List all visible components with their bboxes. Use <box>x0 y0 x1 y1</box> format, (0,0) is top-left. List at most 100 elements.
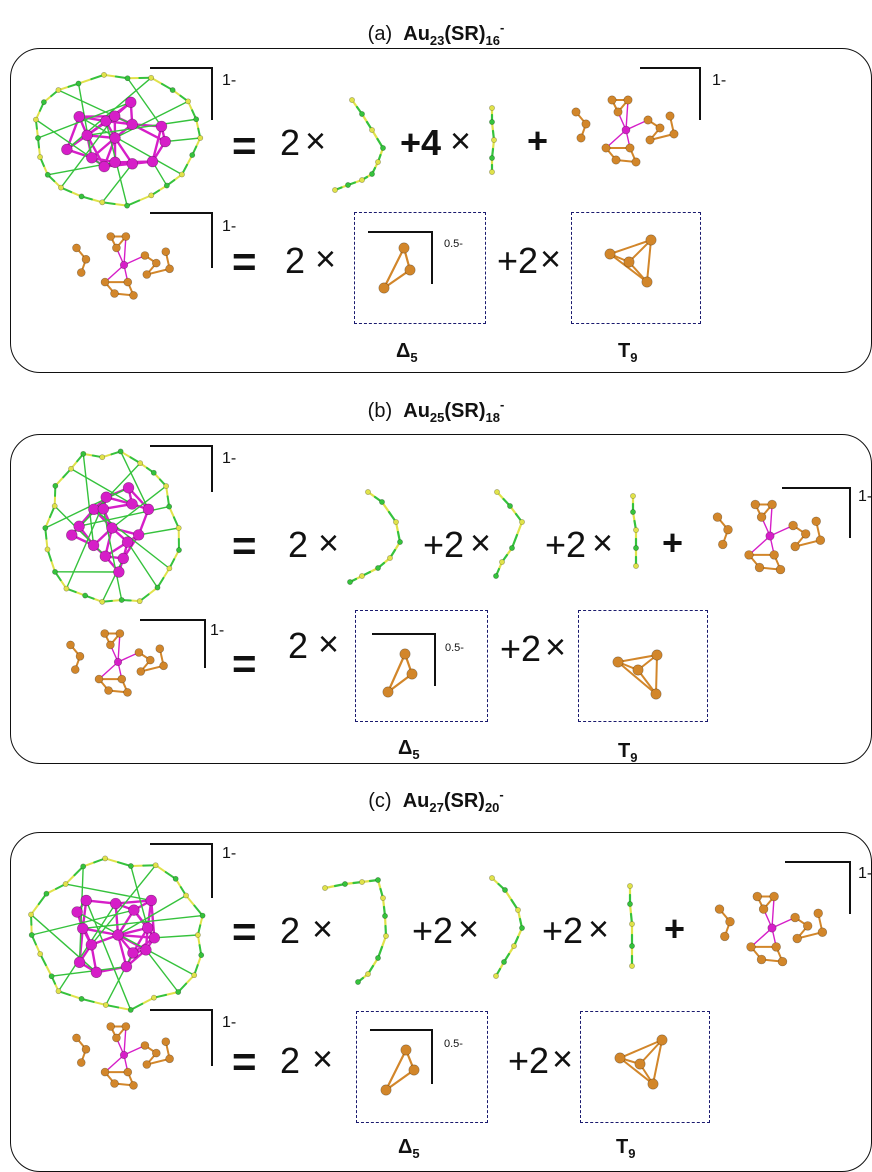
au-atom <box>751 500 760 509</box>
ligand-atom <box>630 493 635 498</box>
au-atom <box>651 689 661 699</box>
ligand-atom <box>489 875 494 880</box>
au-core-atom <box>61 144 72 155</box>
au-atom <box>572 108 580 116</box>
au-atom <box>772 942 781 951</box>
au-atom <box>101 278 109 286</box>
ligand-atom <box>519 519 524 524</box>
au-core-atom <box>109 111 120 122</box>
ligand-atom <box>101 72 106 77</box>
ligand-atom <box>173 876 178 881</box>
ligand-atom <box>199 953 204 958</box>
ligand-atom <box>349 97 354 102</box>
ligand-atom <box>155 585 160 590</box>
au-atom <box>111 290 119 298</box>
au-atom <box>770 550 779 559</box>
ligand-atom <box>375 159 380 164</box>
au-atom <box>101 630 109 638</box>
au-atom <box>646 235 656 245</box>
au-atom <box>116 630 124 638</box>
au-core-atom <box>110 157 121 168</box>
au-atom <box>77 1059 85 1067</box>
ligand-atom <box>176 547 181 552</box>
au-center-atom <box>766 532 774 540</box>
bond <box>620 1040 662 1058</box>
ligand-atom <box>630 509 635 514</box>
ligand-atom <box>52 569 57 574</box>
ligand-atom <box>379 499 384 504</box>
bond <box>139 528 179 535</box>
charge-bracket <box>782 488 850 538</box>
ligand-atom <box>332 187 337 192</box>
ligand-atom <box>629 963 634 968</box>
au-core-atom <box>91 967 102 978</box>
au-core-atom <box>66 530 77 541</box>
ligand-atom <box>118 449 123 454</box>
ligand-atom <box>627 901 632 906</box>
ligand-atom <box>100 200 105 205</box>
ligand-atom <box>83 593 88 598</box>
ligand-atom <box>124 203 129 208</box>
au-atom <box>624 257 634 267</box>
ligand-atom <box>342 881 347 886</box>
au-core-atom <box>110 898 121 909</box>
au-atom <box>613 657 623 667</box>
au-core-atom <box>86 939 97 950</box>
ligand-atom <box>489 105 494 110</box>
au-atom <box>82 1045 90 1053</box>
au-atom <box>77 269 85 277</box>
au-atom <box>657 1035 667 1045</box>
ligand-atom <box>347 579 352 584</box>
au-atom <box>152 259 160 267</box>
au-atom <box>399 243 409 253</box>
au-center-atom <box>622 126 630 134</box>
ligand-atom <box>365 971 370 976</box>
ligand-atom <box>509 545 514 550</box>
ligand-atom <box>375 955 380 960</box>
ligand-atom <box>41 100 46 105</box>
au-atom <box>793 934 802 943</box>
ligand-atom <box>151 995 156 1000</box>
ligand-atom <box>195 932 200 937</box>
ligand-atom <box>56 989 61 994</box>
au-core-atom <box>101 492 112 503</box>
ligand-atom <box>28 912 33 917</box>
au-atom <box>718 540 727 549</box>
ligand-atom <box>53 483 58 488</box>
bond <box>146 950 178 992</box>
ligand-atom <box>345 182 350 187</box>
au-atom <box>747 942 756 951</box>
au-atom <box>745 550 754 559</box>
au-atom <box>107 1023 115 1031</box>
bond <box>128 542 158 587</box>
au-atom <box>407 669 417 679</box>
ligand-atom <box>383 933 388 938</box>
au-core-atom <box>113 930 124 941</box>
au-atom <box>130 291 138 299</box>
ligand-atom <box>380 895 385 900</box>
ligand-atom <box>627 883 632 888</box>
au-atom <box>635 1059 645 1069</box>
ligand-atom <box>58 185 63 190</box>
ligand-atom <box>629 921 634 926</box>
au-atom <box>801 529 810 538</box>
au-atom <box>152 1049 160 1057</box>
au-atom <box>118 675 126 683</box>
ligand-atom <box>194 117 199 122</box>
charge-bracket <box>150 213 212 268</box>
ligand-atom <box>170 87 175 92</box>
au-atom <box>614 108 622 116</box>
au-core-atom <box>77 923 88 934</box>
au-atom <box>791 913 800 922</box>
ligand-atom <box>103 1002 108 1007</box>
au-atom <box>624 96 632 104</box>
au-center-atom <box>120 261 128 269</box>
ligand-atom <box>519 925 524 930</box>
au-atom <box>106 641 114 649</box>
ligand-atom <box>369 127 374 132</box>
au-atom <box>726 917 735 926</box>
au-atom <box>644 116 652 124</box>
ligand-atom <box>153 863 158 868</box>
ligand-atom <box>387 555 392 560</box>
charge-bracket <box>150 446 212 492</box>
